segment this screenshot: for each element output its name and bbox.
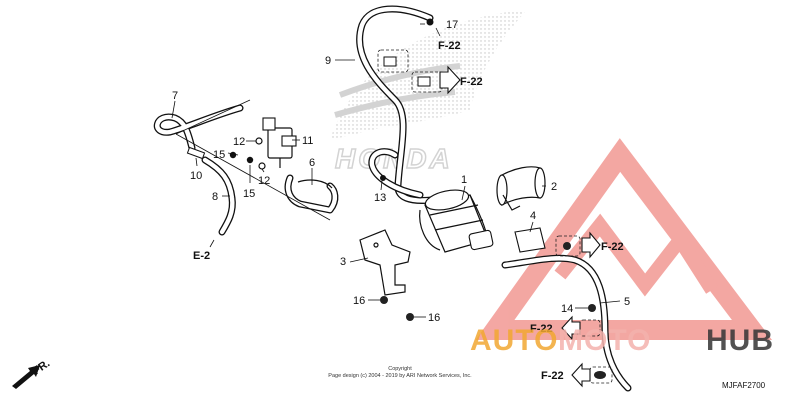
callout-15a: 15: [213, 149, 225, 161]
nut-16a: [380, 296, 388, 304]
callout-16a: 16: [353, 295, 365, 307]
callout-3: 3: [340, 256, 346, 268]
callout-12a: 12: [233, 136, 245, 148]
clip-14: [588, 304, 596, 312]
leader-lines: [171, 23, 621, 318]
watermark-moto: MOTO: [558, 324, 651, 357]
hose-7: [153, 104, 244, 152]
callout-12b: 12: [258, 175, 270, 187]
solenoid-valve-11: [262, 117, 297, 168]
ref-f22-low: F-22: [530, 323, 553, 335]
arrow-f22-right: [581, 231, 601, 259]
callout-17: 17: [446, 19, 458, 31]
clip-15b: [246, 156, 254, 164]
ref-parts: [383, 56, 606, 379]
watermark-auto: AUTO: [470, 324, 558, 357]
honda-logo-text: HONDA: [335, 143, 453, 174]
callout-9: 9: [325, 55, 331, 67]
hose-13: [368, 148, 424, 199]
callout-16b: 16: [428, 312, 440, 324]
ref-e2: E-2: [193, 250, 210, 262]
ref-f22-right: F-22: [601, 241, 624, 253]
ref-f22-top: F-22: [438, 40, 461, 52]
ref-f22-mid: F-22: [460, 76, 483, 88]
callout-7: 7: [172, 90, 178, 102]
honda-wing-logo: HONDA: [330, 11, 525, 175]
callouts: 1 2 3 4 5 6 7 8 9 10 11 12 12 13 14 15 1…: [172, 19, 630, 324]
callout-8: 8: [212, 191, 218, 203]
arrow-f22-mid: [439, 65, 461, 95]
nut-16b: [406, 313, 414, 321]
bolt-12b: [258, 162, 266, 170]
ref-box-top: [377, 49, 409, 73]
fitting-10: [186, 146, 206, 160]
clip-15a: [229, 151, 237, 159]
callout-10: 10: [190, 170, 202, 182]
hose-6: [284, 174, 339, 214]
callout-4: 4: [530, 210, 536, 222]
canister-1: [419, 189, 494, 253]
hose-5: [501, 254, 632, 392]
callout-11: 11: [302, 135, 313, 147]
callout-1: 1: [461, 174, 467, 186]
hose-8: [201, 156, 236, 236]
front-arrow: [12, 365, 40, 389]
callout-2: 2: [551, 181, 557, 193]
diagram-code: MJFAF2700: [722, 381, 766, 390]
front-arrow-label: FR.: [31, 357, 52, 377]
watermark-hub: HUB: [706, 324, 774, 357]
watermark-text: AUTO MOTO HUB: [470, 324, 774, 357]
clip-17: [426, 18, 434, 26]
copyright-text: Page design (c) 2004 - 2019 by ARI Netwo…: [328, 373, 472, 379]
bracket-3: [359, 229, 411, 296]
clip-4: [514, 227, 546, 253]
clip-13: [380, 175, 386, 181]
ref-box-right: [555, 235, 581, 257]
callout-6: 6: [309, 157, 315, 169]
callout-13: 13: [374, 192, 386, 204]
ref-f22-bottom: F-22: [541, 370, 564, 382]
arrow-f22-low: [561, 315, 581, 341]
callout-5: 5: [624, 296, 630, 308]
copyright-title: Copyright: [388, 366, 412, 372]
callout-14: 14: [561, 303, 573, 315]
band-2: [496, 166, 546, 211]
callout-15b: 15: [243, 188, 255, 200]
arrow-f22-bottom: [571, 362, 591, 388]
arrow-f22-top: [435, 27, 441, 37]
bolt-12a: [255, 137, 263, 145]
